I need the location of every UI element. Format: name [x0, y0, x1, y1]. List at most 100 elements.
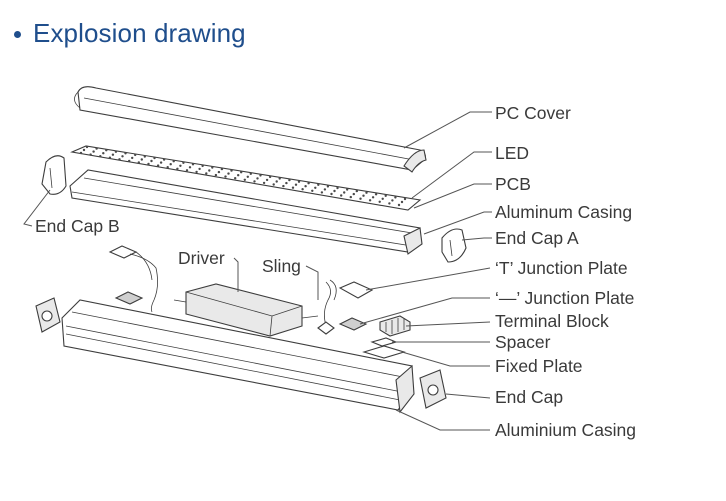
led-dot: [230, 169, 233, 172]
led-dot: [234, 177, 237, 180]
page-title: Explosion drawing: [33, 18, 246, 48]
led-dot: [326, 185, 330, 188]
label-driver: Driver: [178, 248, 225, 268]
label-end-cap-b: End Cap B: [35, 216, 120, 236]
led-dot: [95, 147, 98, 150]
label-end-cap: End Cap: [495, 387, 563, 407]
label-spacer: Spacer: [495, 332, 551, 352]
led-dot: [79, 151, 83, 155]
led-dot: [191, 163, 195, 166]
led-dot: [268, 175, 272, 179]
end-cap-left-lower-part: [35, 297, 61, 333]
led-dot: [362, 194, 365, 197]
led-dot: [311, 189, 314, 192]
led-dot: [99, 155, 102, 158]
led-dot: [285, 181, 288, 185]
led-dot: [137, 161, 140, 164]
led-dot: [108, 156, 112, 159]
led-dot: [253, 180, 256, 183]
led-dot: [128, 159, 131, 163]
leader-lines: [23, 111, 492, 431]
led-dot: [301, 188, 304, 191]
label-t-junction-plate: ‘T’ Junction Plate: [495, 258, 628, 278]
aluminium-casing-lower-part: [61, 299, 415, 414]
led-dot: [156, 164, 160, 167]
led-dot: [323, 188, 327, 191]
led-dot: [391, 199, 394, 202]
led-dot: [118, 158, 121, 161]
led-dot: [114, 150, 118, 153]
led-dot: [368, 199, 372, 202]
label-sling: Sling: [262, 256, 301, 276]
led-dot: [282, 184, 285, 188]
led-dot: [272, 183, 275, 186]
led-dot: [121, 155, 124, 158]
led-dot: [384, 194, 387, 197]
led-dot: [343, 191, 346, 194]
led-strip-part: [70, 145, 422, 211]
led-dot: [352, 192, 355, 196]
led-dot: [198, 167, 201, 171]
label-fixed-plate: Fixed Plate: [495, 356, 583, 376]
led-dot: [82, 148, 86, 152]
label-led: LED: [495, 143, 529, 163]
sling-clip-left-part: [108, 245, 158, 313]
led-dot: [262, 181, 266, 185]
led-dot: [134, 153, 137, 157]
label-aluminium-casing: Aluminium Casing: [495, 420, 636, 440]
led-dot: [105, 149, 108, 152]
led-dot: [208, 169, 211, 172]
led-dot: [246, 175, 249, 178]
led-dot: [256, 177, 259, 180]
led-dot: [320, 191, 324, 194]
led-dot: [89, 153, 92, 156]
led-dot: [185, 169, 189, 172]
led-dot: [307, 182, 310, 185]
led-dot: [240, 171, 243, 174]
led-dot: [297, 180, 301, 183]
label-aluminum-casing: Aluminum Casing: [495, 202, 632, 222]
led-dot: [159, 161, 163, 164]
led-dot: [249, 172, 252, 175]
sling-right-part: [317, 279, 337, 335]
led-dot: [172, 160, 175, 163]
led-dot: [359, 197, 362, 200]
led-dot: [195, 170, 198, 174]
fixed-plate-part: [362, 345, 406, 359]
led-dot: [111, 153, 115, 156]
led-dot: [214, 173, 218, 177]
led-dot: [374, 193, 378, 196]
t-junction-plate-part: [338, 281, 374, 299]
end-cap-b-part: [41, 155, 67, 195]
led-dot: [227, 172, 230, 175]
label-pc-cover: PC Cover: [495, 103, 571, 123]
label-pcb: PCB: [495, 174, 531, 194]
led-dot: [176, 167, 179, 170]
led-dot: [317, 183, 320, 186]
led-dot: [211, 166, 214, 169]
led-dot: [330, 192, 333, 196]
led-dot: [394, 196, 397, 199]
led-dot: [288, 178, 291, 182]
led-dot: [355, 189, 358, 193]
end-cap-a-part: [441, 228, 467, 263]
led-dot: [124, 152, 127, 155]
pc-cover-part: [74, 86, 427, 173]
led-dot: [403, 197, 407, 201]
led-dot: [294, 183, 298, 186]
led-dot: [336, 186, 339, 190]
led-dot: [217, 170, 221, 174]
led-dot: [102, 152, 105, 155]
label-end-cap-a: End Cap A: [495, 228, 579, 248]
led-dot: [166, 166, 169, 169]
led-dot: [201, 164, 204, 168]
led-dot: [150, 159, 153, 163]
led-dot: [179, 164, 182, 167]
label-terminal-block: Terminal Block: [495, 311, 609, 331]
aluminum-casing-upper-part: [69, 169, 423, 255]
led-dot: [162, 158, 166, 161]
led-dot: [275, 180, 278, 183]
led-dot: [400, 200, 404, 204]
bullet-icon: [14, 31, 21, 38]
